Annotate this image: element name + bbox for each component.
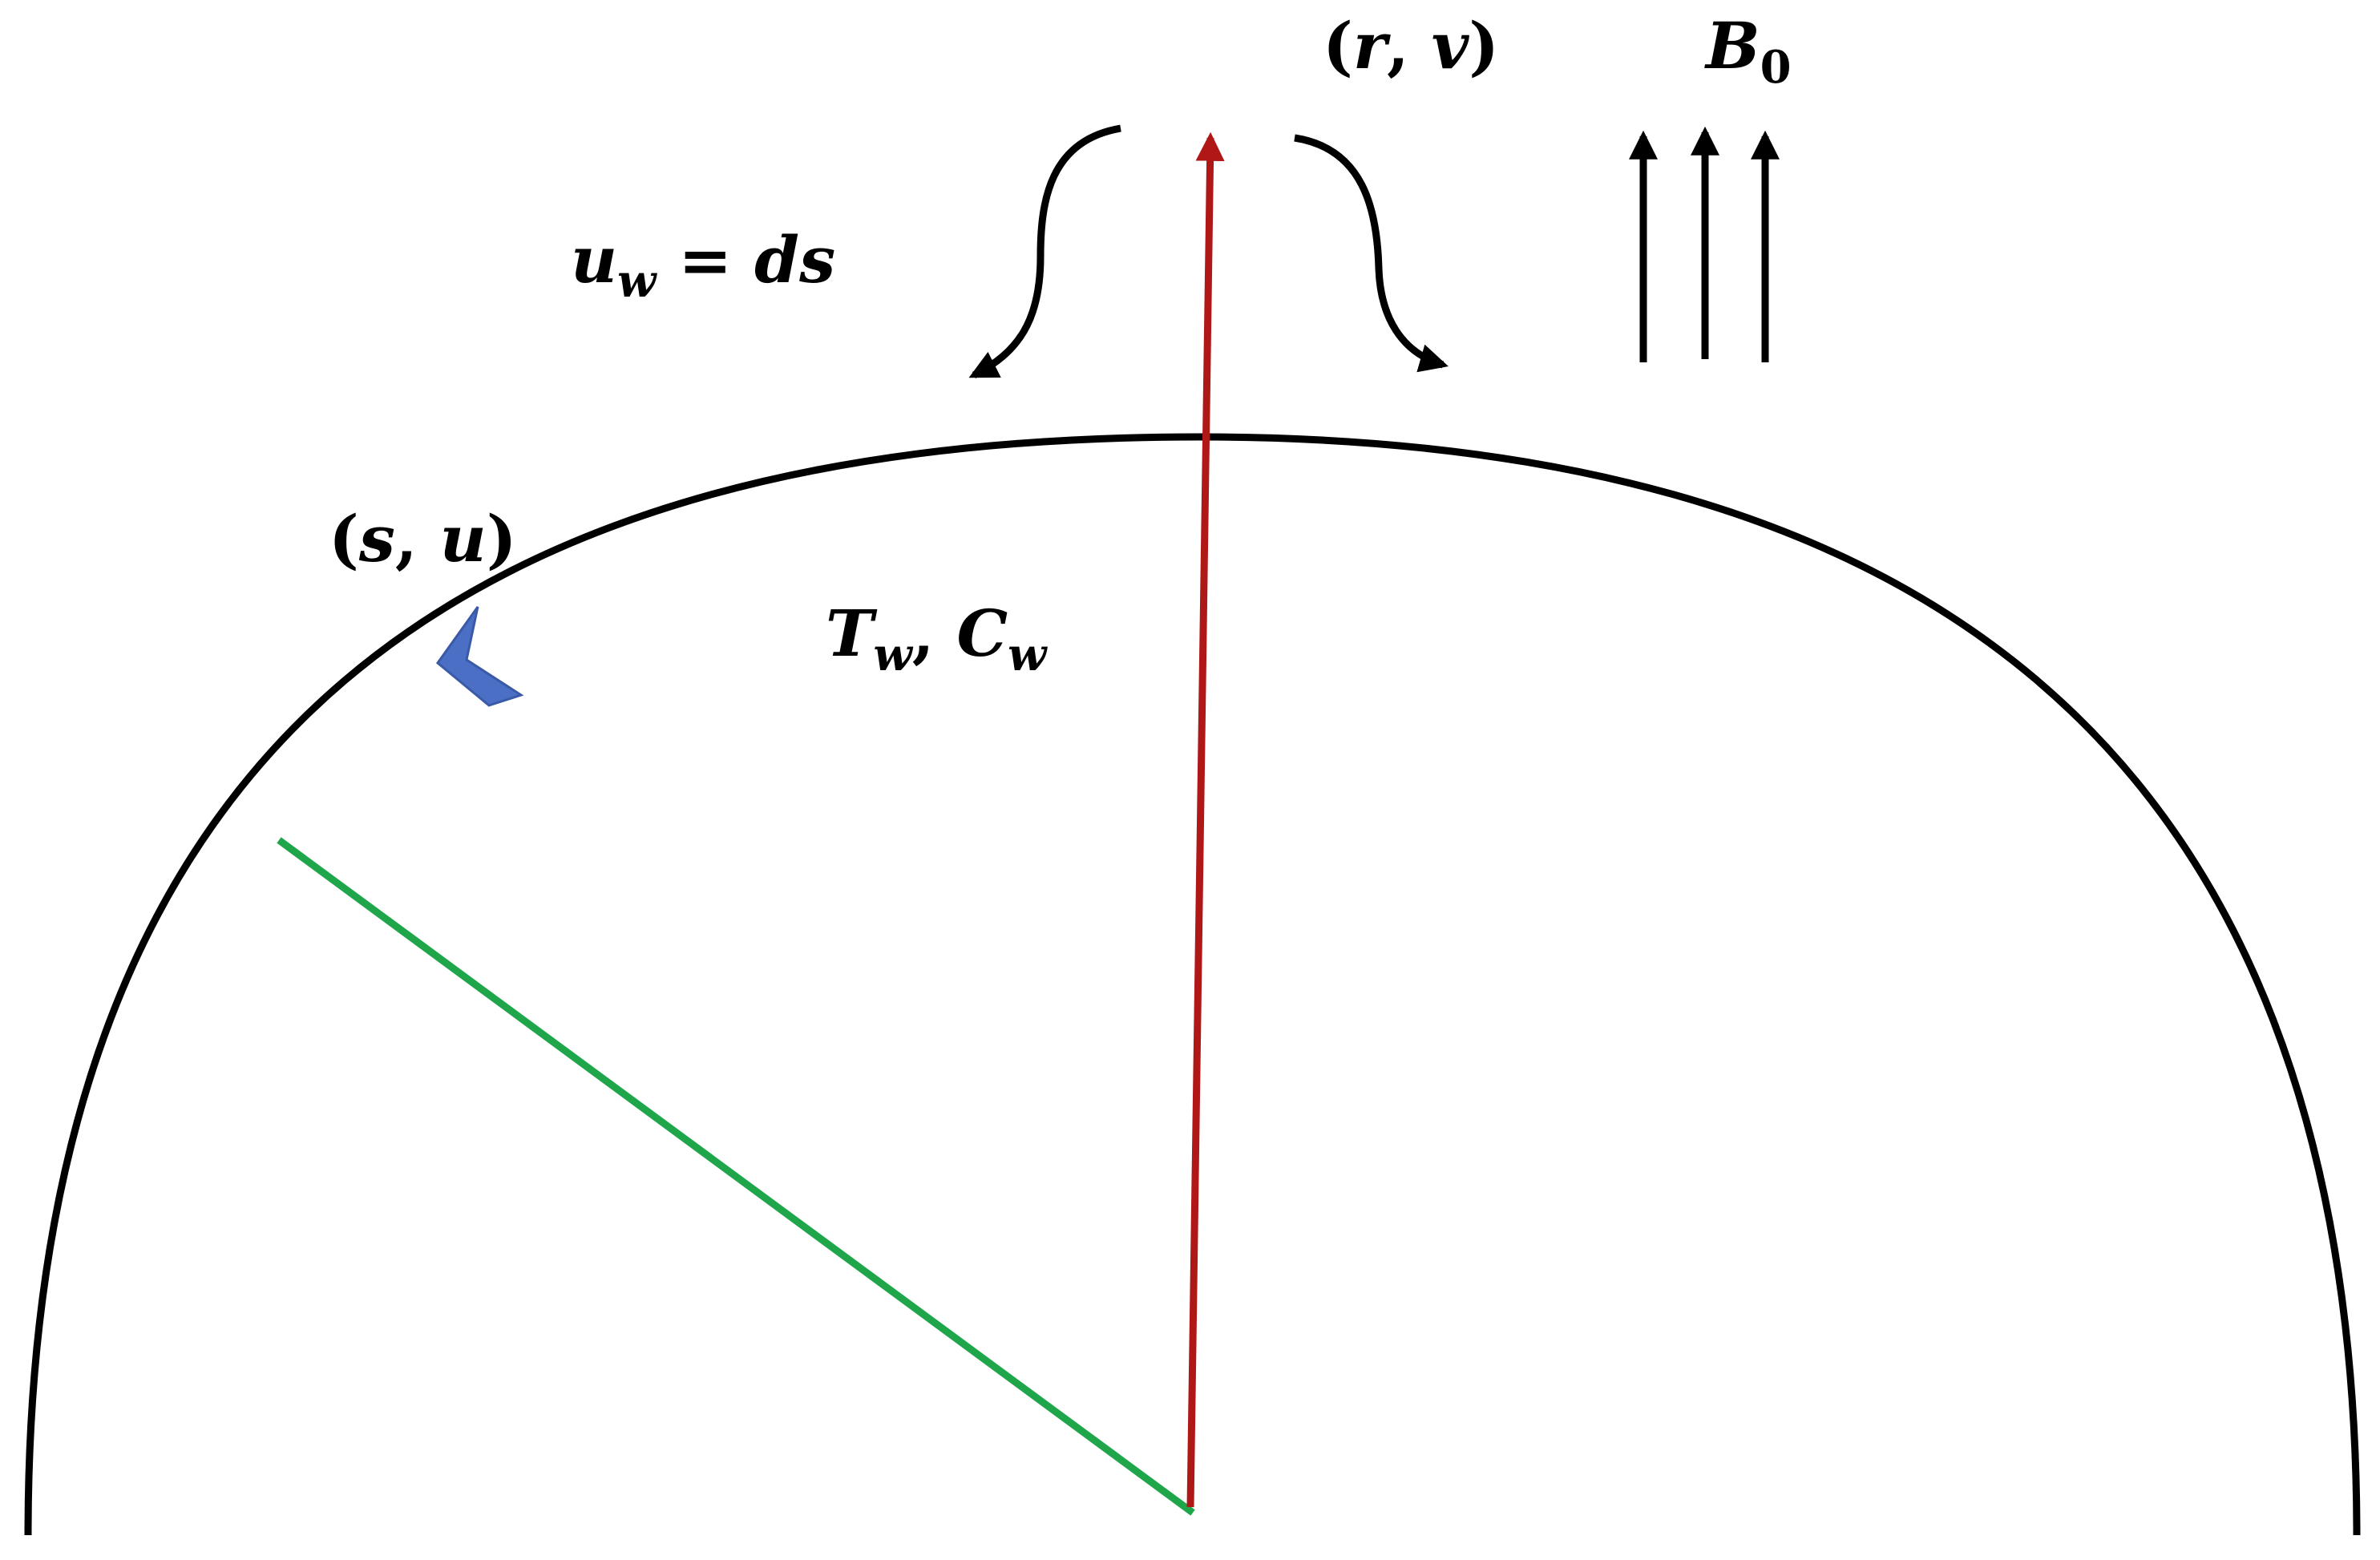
up-arrow-icon-group [1629, 126, 1780, 362]
label-uw-ds: uw = ds [571, 222, 835, 308]
curved-arrow-right-icon [1294, 134, 1449, 373]
green-radius-line [277, 837, 1195, 1516]
label-r-v: (r, v) [1323, 8, 1499, 83]
disk-boundary-arc [24, 433, 2361, 1536]
red-radius-vector [1186, 131, 1225, 1508]
label-b0: B0 [1704, 8, 1792, 94]
label-tw-cw: Tw, Cw [826, 596, 1048, 681]
curved-arrow-left-icon [968, 124, 1121, 379]
chevron-marker-icon [435, 606, 524, 707]
label-s-u: (s, u) [329, 501, 517, 576]
